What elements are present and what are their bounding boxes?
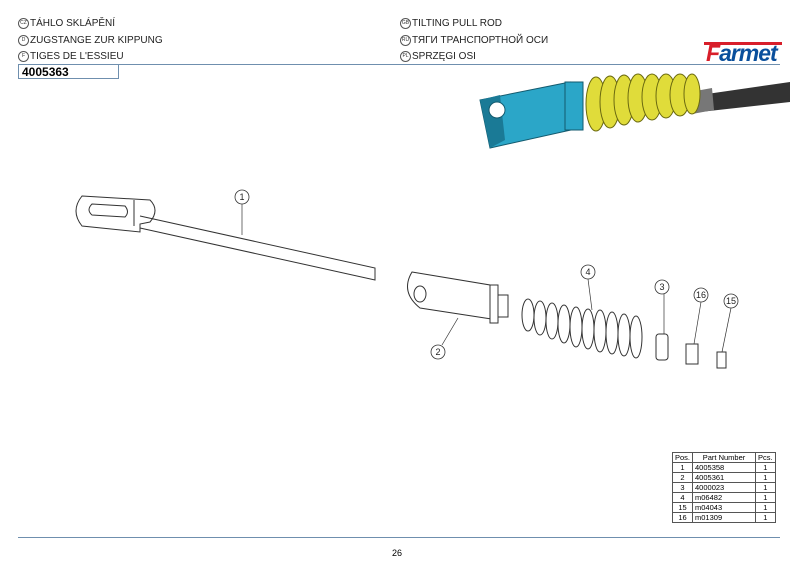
- cell-part-number: 4000023: [692, 482, 757, 493]
- cell-part-number: 4005358: [692, 462, 757, 473]
- part-1-rod: [75, 195, 376, 281]
- title-text: ZUGSTANGE ZUR KIPPUNG: [30, 35, 163, 46]
- cell-pos: 1: [671, 462, 694, 473]
- part-16-nut: [685, 343, 699, 365]
- farmet-logo: Farmet: [704, 40, 782, 66]
- lang-cz-icon: CZ: [18, 18, 29, 29]
- title-text: ТЯГИ ТРАНСПОРТНОЙ ОСИ: [412, 35, 549, 46]
- callout-4-circle: [580, 264, 596, 280]
- cell-pcs: 1: [755, 482, 776, 493]
- cell-pos: 3: [671, 482, 694, 493]
- callout-1: 1: [239, 192, 244, 202]
- cell-pcs: 1: [755, 512, 776, 523]
- lang-pl-icon: PL: [400, 51, 411, 62]
- cell-pcs: 1: [755, 502, 776, 513]
- cell-pcs: 1: [755, 472, 776, 483]
- callout-15: 15: [726, 296, 736, 306]
- callout-1-circle: [234, 189, 250, 205]
- cell-part-number: m01309: [692, 512, 757, 523]
- title-text: TIGES DE L'ESSIEU: [30, 51, 124, 62]
- part-3-washer: [655, 333, 669, 361]
- cell-pos: 16: [671, 512, 694, 523]
- header-pos: Pos.: [671, 452, 694, 463]
- callout-2-circle: [430, 344, 446, 360]
- lang-f-icon: F: [18, 51, 29, 62]
- callout-3: 3: [659, 282, 664, 292]
- cell-part-number: m04043: [692, 502, 757, 513]
- header-part-number: Part Number: [692, 452, 757, 463]
- cell-pos: 15: [671, 502, 694, 513]
- lang-gb-icon: GB: [400, 18, 411, 29]
- table-header: Pos. Part Number Pcs.: [671, 452, 776, 463]
- callout-16-circle: [693, 287, 709, 303]
- page-number: 26: [392, 548, 403, 558]
- lang-ru-icon: RU: [400, 35, 411, 46]
- assembly-render: [479, 73, 790, 149]
- callout-4: 4: [585, 267, 590, 277]
- cell-pos: 2: [671, 472, 694, 483]
- callout-15-circle: [723, 293, 739, 309]
- part-4-spring: [521, 298, 643, 359]
- part-15-nut: [716, 351, 727, 369]
- callout-3-circle: [654, 279, 670, 295]
- callout-16: 16: [696, 290, 706, 300]
- cell-pcs: 1: [755, 462, 776, 473]
- cell-part-number: m06482: [692, 492, 757, 503]
- footer-divider: [18, 537, 780, 538]
- title-text: SPRZĘGI OSI: [412, 51, 476, 62]
- title-text: TILTING PULL ROD: [412, 18, 503, 29]
- cell-part-number: 4005361: [692, 472, 757, 483]
- lang-d-icon: D: [18, 35, 29, 46]
- header-pcs: Pcs.: [755, 452, 776, 463]
- part-2-clevis: [407, 271, 509, 324]
- header-divider: [18, 64, 780, 65]
- part-code: 4005363: [18, 64, 119, 79]
- title-text: TÁHLO SKLÁPĚNÍ: [30, 18, 116, 29]
- callout-2: 2: [435, 347, 440, 357]
- cell-pos: 4: [671, 492, 694, 503]
- cell-pcs: 1: [755, 492, 776, 503]
